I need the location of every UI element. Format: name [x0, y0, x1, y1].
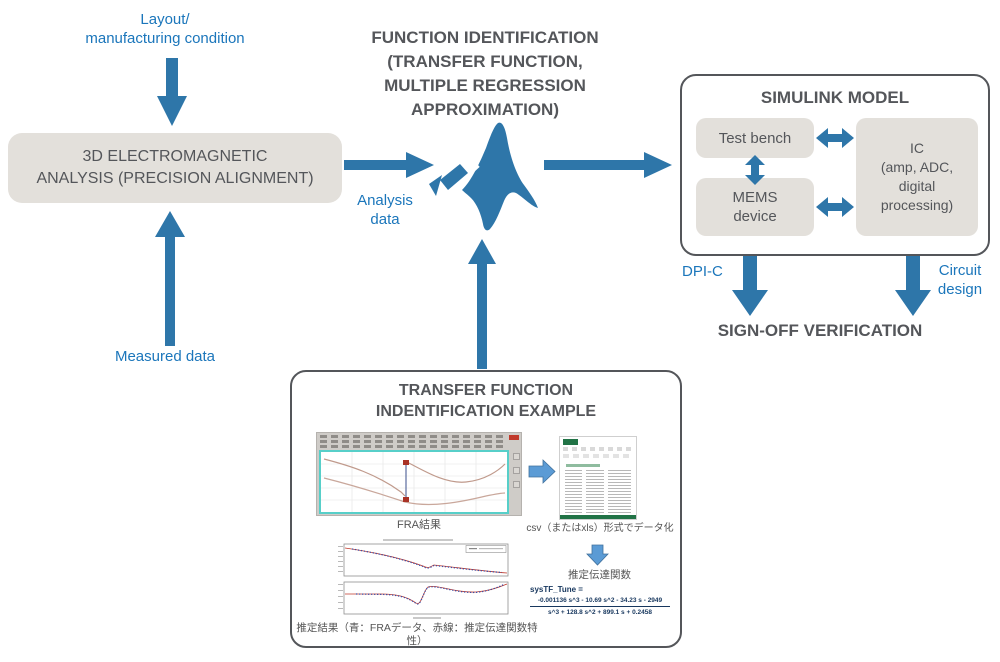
mems-ic-arrow-icon	[816, 195, 854, 219]
matlab-icon	[428, 118, 540, 236]
excel-column-gap	[582, 470, 586, 513]
em-analysis-line1: 3D ELECTROMAGNETIC	[82, 148, 268, 165]
to-formula-arrow-icon	[586, 544, 609, 566]
fra-toolbar-text	[320, 435, 507, 438]
csv-caption: csv（またはxls）形式でデータ化	[525, 522, 675, 535]
estimated-tf-label: 推定伝達関数	[542, 569, 657, 582]
excel-header-row	[566, 464, 600, 467]
formula-lhs: sysTF_Tune =	[530, 585, 583, 594]
dpi-c-label: DPI-C	[682, 262, 730, 281]
circuit-line2: design	[937, 281, 983, 298]
example-title-line1: TRANSFER FUNCTION	[398, 382, 574, 399]
to-csv-arrow-icon	[528, 459, 556, 484]
fra-plot-area	[319, 450, 509, 514]
transfer-function-formula: sysTF_Tune = -0.001136 s^3 - 10.69 s^2 -…	[530, 585, 670, 616]
formula-fraction: -0.001136 s^3 - 10.69 s^2 - 34.23 s - 29…	[530, 597, 670, 616]
mems-device-box: MEMS device	[696, 178, 814, 236]
circuit-design-label: Circuit design	[928, 261, 992, 299]
fra-scrollbar-icon2	[513, 467, 520, 474]
transfer-function-example-box: TRANSFER FUNCTION INDENTIFICATION EXAMPL…	[290, 370, 682, 648]
em-analysis-box: 3D ELECTROMAGNETIC ANALYSIS (PRECISION A…	[8, 133, 342, 203]
signoff-verification-label: SIGN-OFF VERIFICATION	[660, 319, 980, 343]
dpi-c-text: DPI-C	[682, 263, 723, 280]
fra-scrollbar-icon	[513, 453, 520, 460]
ic-line3: digital	[898, 178, 936, 194]
fi-title-line3: MULTIPLE REGRESSION	[384, 76, 586, 95]
excel-statusbar	[560, 515, 636, 519]
csv-caption-text: csv（またはxls）形式でデータ化	[526, 523, 674, 534]
mems-line2: device	[733, 208, 777, 225]
example-up-arrow-icon	[467, 239, 497, 369]
formula-denominator: s^3 + 128.8 s^2 + 899.1 s + 0.2458	[548, 609, 652, 616]
layout-condition-line2: manufacturing condition	[85, 30, 245, 47]
ic-box: IC (amp, ADC, digital processing)	[856, 118, 978, 236]
fra-scrollbar-icon3	[513, 481, 520, 488]
signoff-text: SIGN-OFF VERIFICATION	[717, 321, 923, 340]
simulink-model-box: SIMULINK MODEL Test bench MEMS device IC…	[680, 74, 990, 256]
fra-toolbar-text2	[320, 440, 507, 443]
excel-column-gap2	[604, 470, 608, 513]
estimation-caption: 推定結果（青：FRAデータ、赤線：推定伝達関数特性）	[292, 622, 542, 648]
em-analysis-line2: ANALYSIS (PRECISION ALIGNMENT)	[36, 170, 314, 187]
test-bench-text: Test bench	[718, 129, 792, 147]
simulink-title: SIMULINK MODEL	[682, 86, 988, 110]
analysis-data-line1: Analysis	[357, 192, 413, 209]
fi-title-line1: FUNCTION IDENTIFICATION	[371, 28, 599, 47]
ic-line2: (amp, ADC,	[880, 159, 954, 175]
dpi-down-arrow-icon	[732, 256, 768, 316]
analysis-data-line2: data	[370, 211, 400, 228]
measured-data-text: Measured data	[114, 348, 216, 365]
example-title: TRANSFER FUNCTION INDENTIFICATION EXAMPL…	[292, 380, 680, 422]
test-bench-box: Test bench	[696, 118, 814, 158]
measured-data-label: Measured data	[75, 347, 255, 366]
fra-screenshot	[316, 432, 522, 516]
fra-caption-text: FRA結果	[397, 519, 441, 531]
formula-numerator: -0.001136 s^3 - 10.69 s^2 - 34.23 s - 29…	[530, 597, 670, 607]
excel-data-rows	[565, 470, 631, 513]
estimation-caption-text: 推定結果（青：FRAデータ、赤線：推定伝達関数特性）	[296, 622, 538, 647]
circuit-down-arrow-icon	[895, 256, 931, 316]
excel-screenshot	[559, 436, 637, 520]
testbench-mems-arrow-icon	[743, 155, 767, 185]
layout-condition-line1: Layout/	[140, 11, 190, 28]
ic-line4: processing)	[880, 197, 954, 213]
estimated-tf-text: 推定伝達関数	[568, 569, 631, 581]
fra-toolbar-text3	[320, 445, 507, 448]
example-title-line2: INDENTIFICATION EXAMPLE	[375, 403, 597, 420]
simulink-title-text: SIMULINK MODEL	[760, 88, 910, 107]
ic-line1: IC	[910, 140, 924, 156]
excel-ribbon	[563, 447, 633, 451]
fra-close-button-icon	[509, 435, 519, 440]
fi-title-line2: (TRANSFER FUNCTION,	[387, 52, 583, 71]
excel-file-tab-icon	[563, 439, 578, 445]
analysis-data-arrow-icon	[344, 152, 434, 178]
fi-title-line4: APPROXIMATION)	[411, 100, 559, 119]
layout-condition-label: Layout/ manufacturing condition	[40, 10, 290, 48]
function-identification-title: FUNCTION IDENTIFICATION (TRANSFER FUNCTI…	[330, 26, 640, 122]
excel-ribbon2	[563, 454, 633, 458]
fra-caption: FRA結果	[316, 519, 522, 532]
matlab-to-simulink-arrow-icon	[544, 152, 672, 178]
measured-up-arrow-icon	[154, 211, 186, 346]
circuit-line1: Circuit	[938, 262, 982, 279]
analysis-data-label: Analysis data	[340, 191, 430, 229]
estimation-figure	[328, 537, 514, 621]
testbench-ic-arrow-icon	[816, 126, 854, 150]
mems-line1: MEMS	[732, 189, 778, 206]
layout-down-arrow-icon	[156, 58, 188, 126]
